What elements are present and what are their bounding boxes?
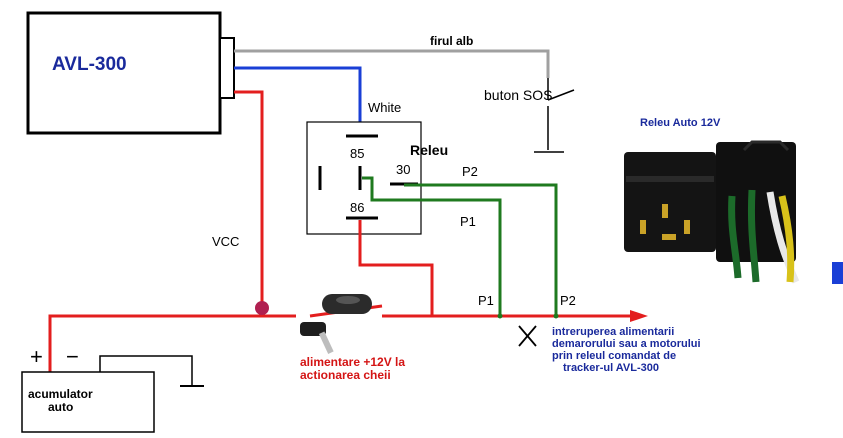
photo-title: Releu Auto 12V	[640, 117, 721, 129]
battery-line2: auto	[48, 400, 73, 414]
white-label: White	[368, 100, 401, 115]
p2-bottom-label: P2	[560, 293, 576, 308]
interrupt-line4: tracker-ul AVL-300	[563, 362, 659, 374]
p2-top-label: P2	[462, 164, 478, 179]
pin-86: 86	[350, 200, 364, 215]
cut-mark-icon	[518, 325, 537, 347]
vcc-label: VCC	[212, 234, 239, 249]
p2-junction	[553, 313, 559, 319]
interrupt-line1: intreruperea alimentarii	[552, 326, 674, 338]
red-main-line	[48, 314, 296, 380]
key-line1: alimentare +12V la	[300, 355, 405, 369]
grey-wire	[234, 49, 550, 78]
ground-wire	[99, 355, 193, 386]
key-line2: actionarea cheii	[300, 368, 391, 382]
p1-mid-label: P1	[460, 214, 476, 229]
relay-photo	[624, 140, 843, 284]
p1-bottom-label: P1	[478, 293, 494, 308]
interrupt-line3: prin releul comandat de	[552, 350, 676, 362]
battery-minus: −	[66, 344, 79, 369]
device-name: AVL-300	[52, 54, 127, 75]
pin-85: 85	[350, 146, 364, 161]
relay-title: Releu	[410, 142, 448, 158]
vcc-junction	[255, 301, 269, 315]
blue-wire	[234, 66, 362, 128]
grey-wire-label: firul alb	[430, 34, 473, 48]
interrupt-line2: demarorului sau a motorului	[552, 338, 701, 350]
battery-plus: +	[30, 344, 43, 369]
red-vcc-wire	[234, 90, 264, 306]
pin-30: 30	[396, 162, 410, 177]
red-relay-86-wire	[358, 220, 434, 316]
battery-box	[21, 371, 155, 433]
avl-300-device	[26, 11, 222, 135]
device-connector	[219, 37, 235, 99]
car-key-icon	[300, 294, 372, 354]
p1-junction	[497, 313, 503, 319]
green-wire-p2	[404, 183, 558, 314]
red-arrowhead	[630, 310, 648, 322]
battery-line1: acumulator	[28, 387, 93, 401]
sos-label: buton SOS	[484, 87, 553, 103]
green-wire-p1	[362, 176, 502, 314]
sos-button-symbol	[534, 78, 575, 153]
